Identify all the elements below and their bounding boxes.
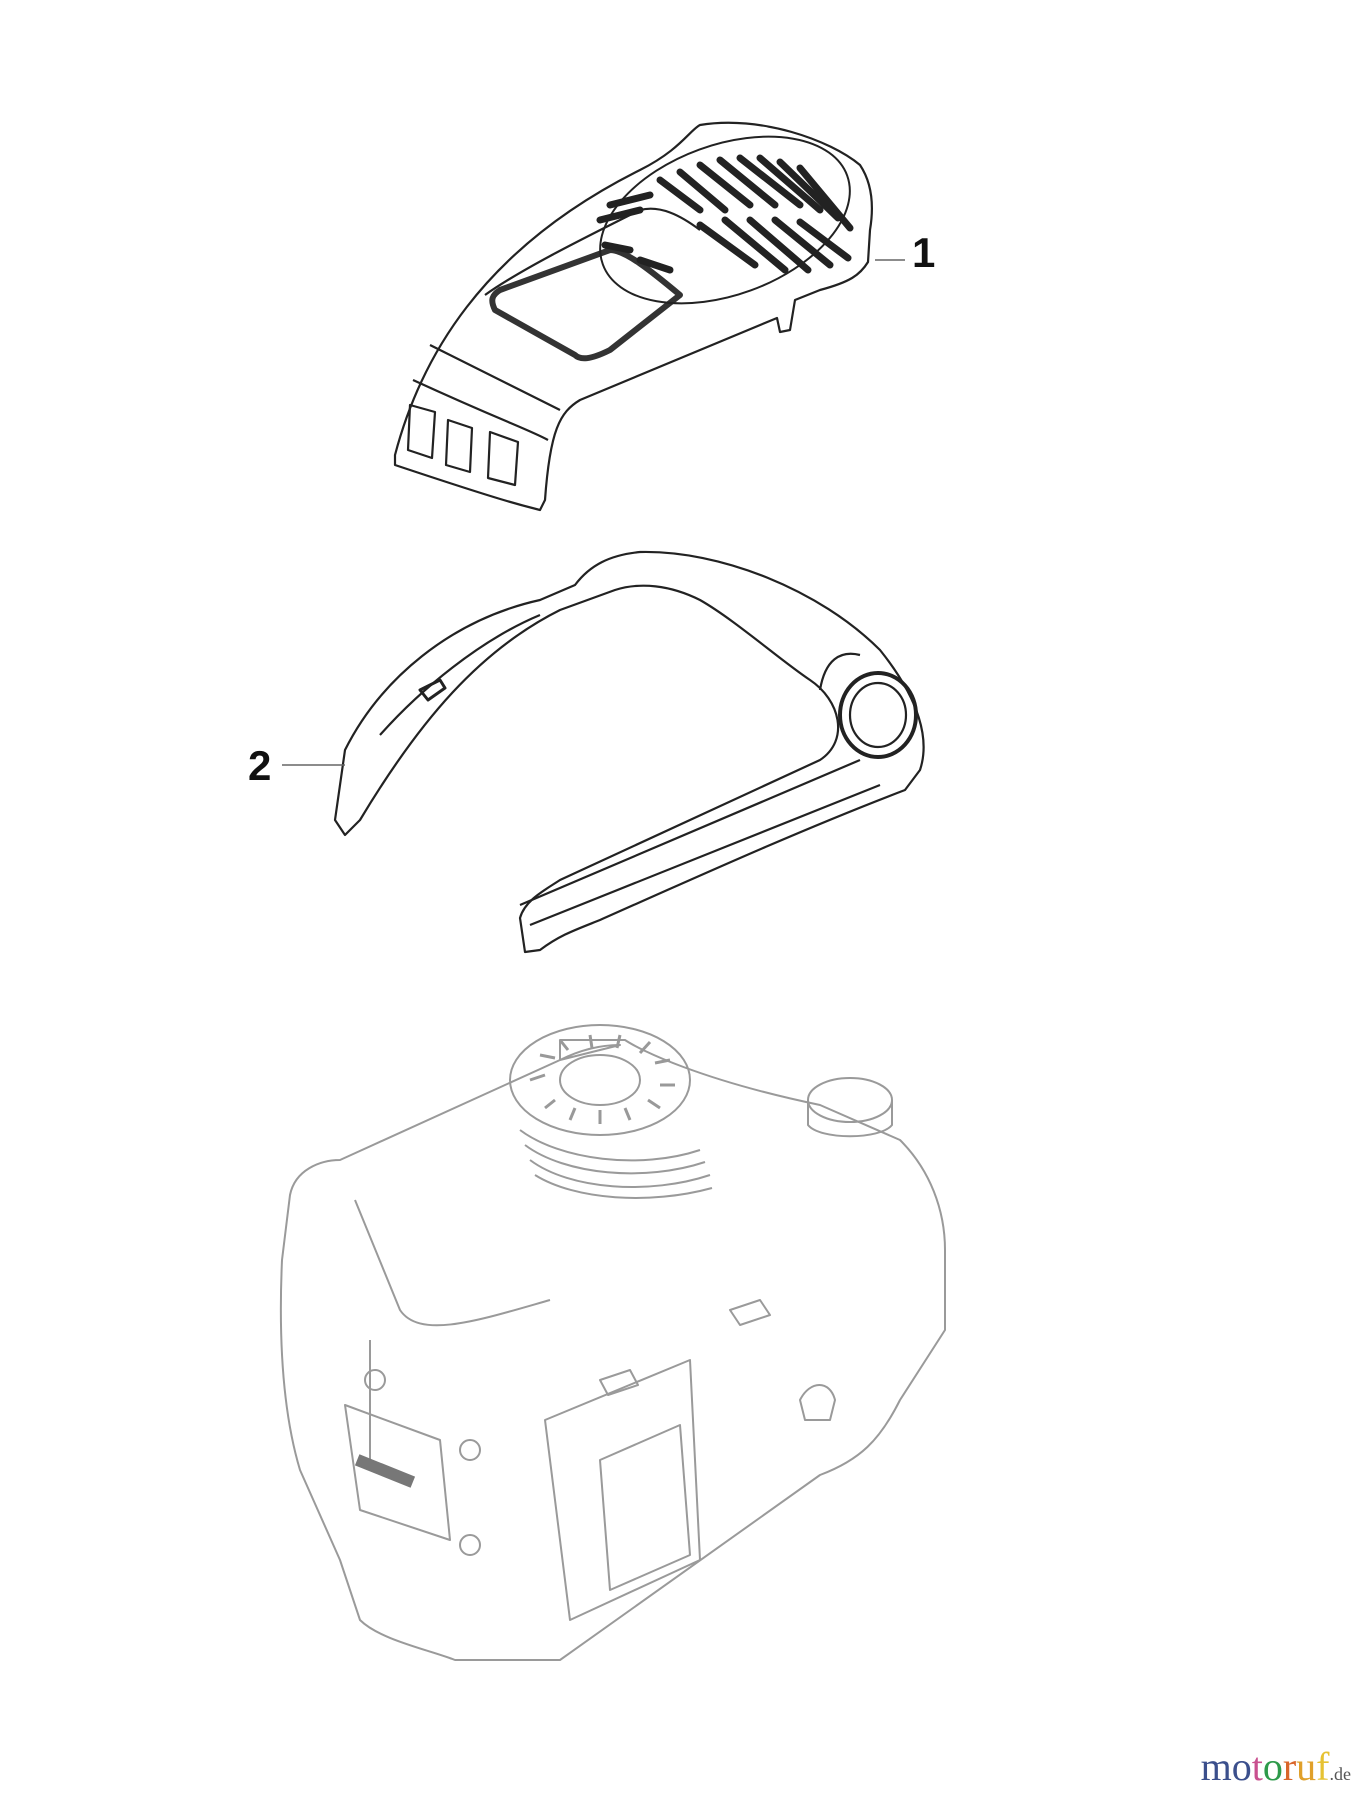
- engine-outline: [279, 1024, 946, 1661]
- callout-part-1: 1: [912, 229, 936, 276]
- watermark-suffix: .de: [1329, 1764, 1352, 1784]
- part-1-cover: [393, 121, 874, 512]
- watermark-letter: m: [1200, 1744, 1232, 1789]
- watermark-letter: o: [1262, 1744, 1283, 1789]
- watermark-letter: f: [1316, 1744, 1330, 1789]
- watermark-letter: t: [1251, 1744, 1263, 1789]
- watermark-letter: r: [1282, 1744, 1297, 1789]
- watermark-letter: o: [1231, 1744, 1252, 1789]
- motoruf-watermark: motoruf.de: [1201, 1743, 1351, 1790]
- part-2-bracket: [333, 550, 925, 954]
- watermark-letter: u: [1296, 1744, 1317, 1789]
- callout-part-2: 2: [248, 742, 272, 789]
- engine-brand-label: [354, 1454, 416, 1488]
